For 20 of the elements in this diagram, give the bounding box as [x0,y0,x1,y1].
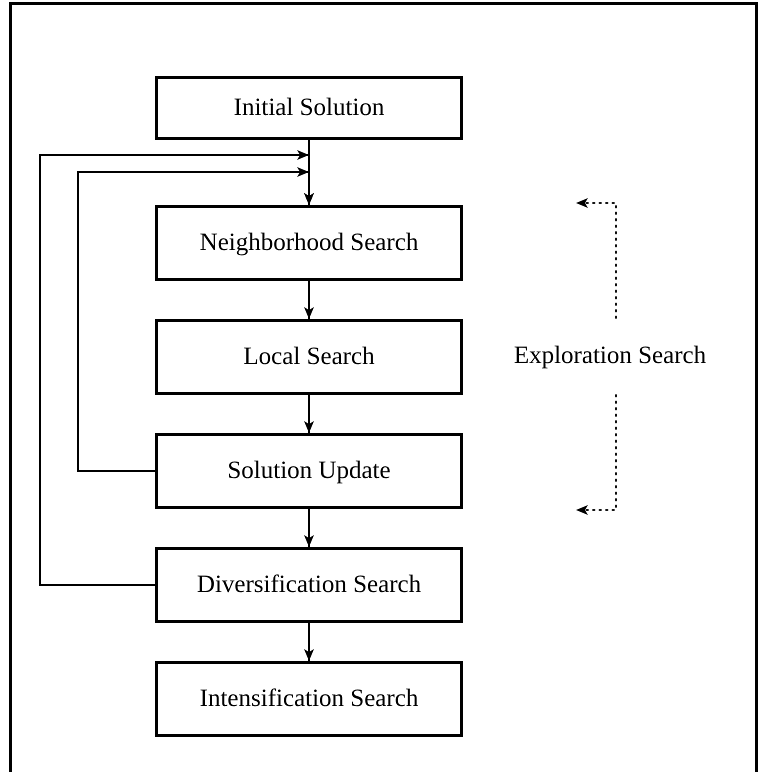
box-label: Diversification Search [196,570,422,600]
process-box [155,205,463,281]
node-label: Exploration Search [470,336,750,376]
process-box [155,547,463,623]
arrow [304,394,314,434]
box-label: Intensification Search [200,684,418,714]
box-label: Local Search [243,342,375,372]
arrow [39,150,314,586]
process-box [155,319,463,395]
process-box [155,433,463,509]
box-label: Initial Solution [234,93,384,124]
arrow [304,622,314,662]
box-label: Neighborhood Search [200,228,418,258]
process-box [155,76,463,140]
process-box [155,661,463,737]
arrow [575,198,617,319]
box-label: Solution Update [227,456,391,486]
arrow [304,508,314,548]
arrow [304,280,314,320]
arrow [575,394,617,515]
